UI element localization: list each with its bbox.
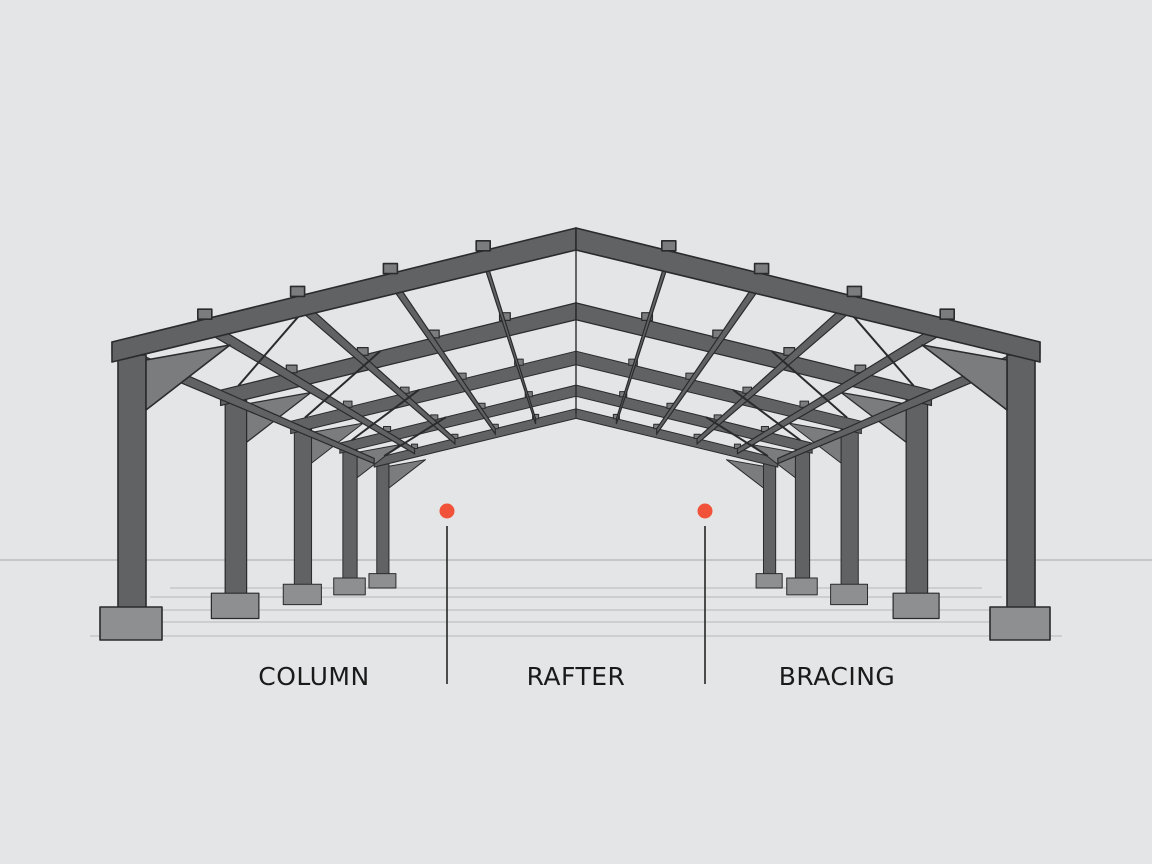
column bbox=[342, 449, 358, 580]
portal-frame bbox=[99, 227, 1051, 641]
column bbox=[1006, 354, 1036, 609]
column-base bbox=[368, 573, 397, 589]
rafter bbox=[575, 227, 1041, 363]
frames bbox=[99, 227, 1051, 641]
column-base bbox=[830, 583, 869, 606]
haunch bbox=[726, 459, 764, 489]
column bbox=[293, 428, 313, 586]
portal-frame bbox=[282, 350, 869, 606]
column bbox=[376, 463, 390, 575]
label-bracing: BRACING bbox=[778, 662, 896, 691]
column bbox=[794, 449, 811, 580]
purlin-cleat bbox=[289, 285, 306, 298]
marker-dot bbox=[697, 503, 713, 519]
purlin-cleat bbox=[846, 285, 863, 298]
bracing bbox=[732, 388, 801, 442]
purlin-cleat bbox=[939, 308, 956, 321]
purlin-cleat bbox=[475, 240, 492, 252]
portal-frame bbox=[210, 302, 940, 620]
column-base bbox=[755, 573, 783, 589]
markers bbox=[439, 503, 713, 684]
column-base bbox=[99, 606, 163, 641]
column bbox=[117, 354, 147, 609]
floor-lines bbox=[0, 559, 1152, 637]
purlin-cleat bbox=[753, 262, 770, 275]
bracing bbox=[770, 350, 848, 419]
purlin-cleat bbox=[197, 308, 213, 321]
column bbox=[840, 428, 859, 586]
bracing bbox=[351, 388, 420, 442]
purlin-cleat bbox=[660, 240, 677, 252]
column-base bbox=[333, 577, 366, 596]
label-rafter: RAFTER bbox=[526, 662, 626, 691]
haunch bbox=[921, 344, 1008, 411]
label-column: COLUMN bbox=[258, 662, 370, 691]
bracing bbox=[304, 350, 382, 419]
bracing bbox=[705, 416, 769, 457]
column-base bbox=[989, 606, 1051, 641]
column-base bbox=[892, 592, 940, 620]
column-base bbox=[786, 577, 818, 596]
purlin-cleat bbox=[382, 262, 399, 275]
portal-frame bbox=[368, 408, 783, 589]
column bbox=[762, 463, 777, 575]
column-base bbox=[210, 592, 260, 620]
column-base bbox=[282, 583, 322, 606]
haunch bbox=[145, 344, 231, 411]
column bbox=[224, 399, 248, 595]
bracing bbox=[383, 416, 447, 457]
marker-dot bbox=[439, 503, 455, 519]
column bbox=[905, 399, 929, 595]
haunch bbox=[388, 459, 426, 489]
